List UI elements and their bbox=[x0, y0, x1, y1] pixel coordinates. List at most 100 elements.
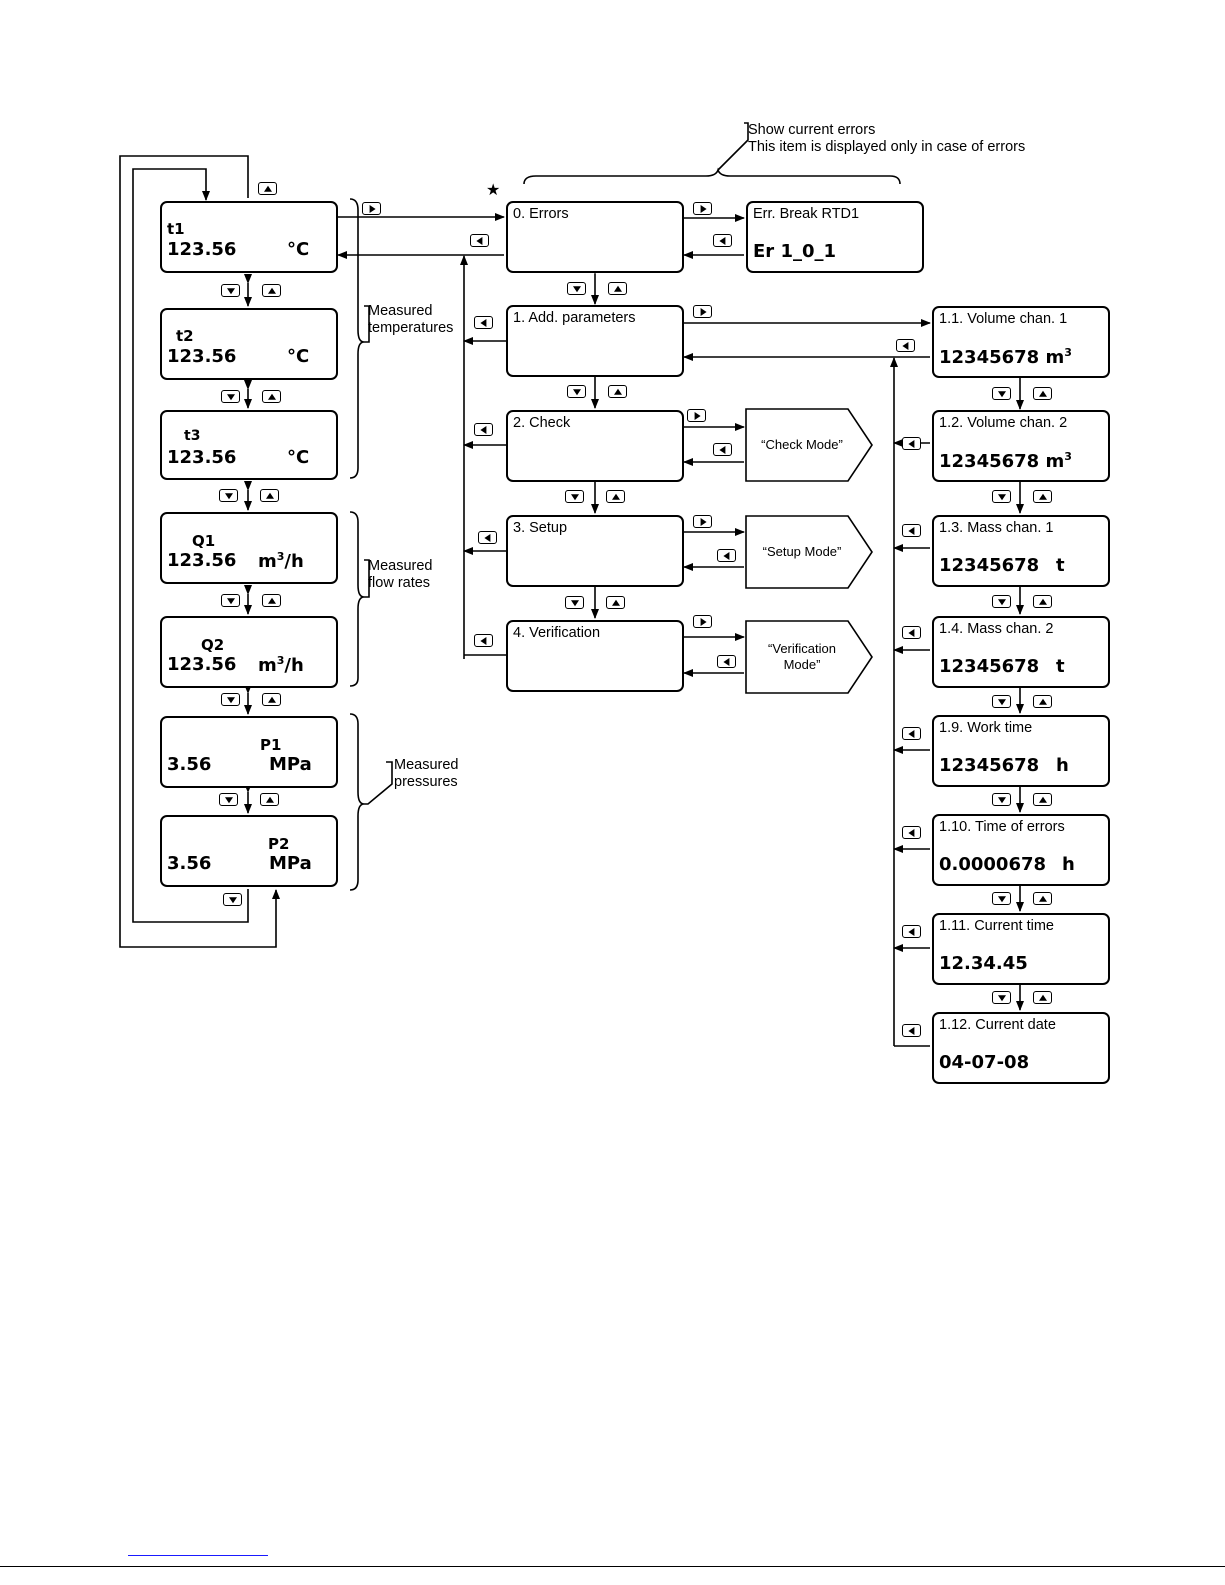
p2-unit: MPa bbox=[269, 853, 312, 874]
param-value: 0.0000678 bbox=[939, 854, 1047, 875]
display-t3: t3 123.56 °C bbox=[160, 410, 338, 480]
up-key-icon bbox=[1033, 490, 1052, 503]
up-key-icon bbox=[608, 282, 627, 295]
left-key-icon bbox=[713, 443, 732, 456]
param-volume-chan-2: 1.2. Volume chan. 2 12345678 m3 bbox=[932, 410, 1110, 482]
param-value: 12345678 bbox=[939, 555, 1040, 576]
param-title: 1.3. Mass chan. 1 bbox=[939, 520, 1054, 536]
menu-verification[interactable]: 4. Verification bbox=[506, 620, 684, 692]
menu-check[interactable]: 2. Check bbox=[506, 410, 684, 482]
down-key-icon bbox=[221, 594, 240, 607]
param-value: 12.34.45 bbox=[939, 953, 1028, 974]
down-key-icon bbox=[992, 595, 1011, 608]
left-key-icon bbox=[902, 826, 921, 839]
q1-unit: m3/h bbox=[258, 550, 304, 572]
q1-label: Q1 bbox=[192, 532, 216, 550]
down-key-icon bbox=[565, 596, 584, 609]
param-value: 12345678 m3 bbox=[939, 346, 1072, 368]
error-detail-code: Er 1_0_1 bbox=[753, 241, 837, 262]
down-key-icon bbox=[992, 695, 1011, 708]
left-key-icon bbox=[902, 1024, 921, 1037]
down-key-icon bbox=[567, 385, 586, 398]
check-mode-label: “Check Mode” bbox=[761, 437, 843, 452]
up-key-icon bbox=[1033, 991, 1052, 1004]
up-key-icon bbox=[606, 596, 625, 609]
t3-unit: °C bbox=[287, 447, 310, 468]
left-key-icon bbox=[902, 524, 921, 537]
menu-setup[interactable]: 3. Setup bbox=[506, 515, 684, 587]
param-title: 1.4. Mass chan. 2 bbox=[939, 621, 1054, 637]
param-value: 12345678 bbox=[939, 656, 1040, 677]
error-detail-display: Err. Break RTD1 Er 1_0_1 bbox=[746, 201, 924, 273]
q1-value: 123.56 bbox=[167, 550, 237, 571]
left-key-icon bbox=[713, 234, 732, 247]
up-key-icon bbox=[262, 594, 281, 607]
down-key-icon bbox=[219, 489, 238, 502]
up-key-icon bbox=[1033, 793, 1052, 806]
right-key-icon bbox=[693, 202, 712, 215]
footer-link-underline[interactable] bbox=[128, 1555, 268, 1556]
up-key-icon bbox=[1033, 892, 1052, 905]
right-key-icon bbox=[362, 202, 381, 215]
t2-unit: °C bbox=[287, 346, 310, 367]
param-title: 1.12. Current date bbox=[939, 1017, 1056, 1033]
menu-setup-label: 3. Setup bbox=[513, 520, 568, 536]
param-title: 1.2. Volume chan. 2 bbox=[939, 415, 1068, 431]
param-title: 1.11. Current time bbox=[939, 918, 1054, 934]
up-key-icon bbox=[1033, 695, 1052, 708]
left-key-icon bbox=[717, 655, 736, 668]
param-time-of-errors: 1.10. Time of errors 0.0000678 h bbox=[932, 814, 1110, 886]
footer-divider bbox=[0, 1566, 1225, 1567]
display-q2: Q2 123.56 m3/h bbox=[160, 616, 338, 688]
up-key-icon bbox=[258, 182, 277, 195]
left-key-icon bbox=[474, 423, 493, 436]
param-unit: h bbox=[1062, 854, 1075, 875]
up-key-icon bbox=[260, 793, 279, 806]
display-p1: P1 3.56 MPa bbox=[160, 716, 338, 788]
param-volume-chan-1: 1.1. Volume chan. 1 12345678 m3 bbox=[932, 306, 1110, 378]
down-key-icon bbox=[992, 387, 1011, 400]
param-current-date: 1.12. Current date 04-07-08 bbox=[932, 1012, 1110, 1084]
display-t2: t2 123.56 °C bbox=[160, 308, 338, 380]
param-value: 12345678 bbox=[939, 755, 1040, 776]
param-work-time: 1.9. Work time 12345678 h bbox=[932, 715, 1110, 787]
p2-label: P2 bbox=[268, 835, 290, 853]
menu-add-parameters[interactable]: 1. Add. parameters bbox=[506, 305, 684, 377]
menu-add-parameters-label: 1. Add. parameters bbox=[513, 310, 636, 326]
t1-label: t1 bbox=[167, 220, 185, 238]
q2-label: Q2 bbox=[201, 636, 225, 654]
star-icon: ★ bbox=[486, 180, 501, 199]
up-key-icon bbox=[606, 490, 625, 503]
param-value: 12345678 m3 bbox=[939, 450, 1072, 472]
up-key-icon bbox=[1033, 387, 1052, 400]
param-title: 1.9. Work time bbox=[939, 720, 1033, 736]
p1-unit: MPa bbox=[269, 754, 312, 775]
setup-mode-label: “Setup Mode” bbox=[762, 544, 842, 559]
menu-errors[interactable]: 0. Errors bbox=[506, 201, 684, 273]
right-key-icon bbox=[693, 305, 712, 318]
menu-verification-label: 4. Verification bbox=[513, 625, 601, 641]
param-unit: h bbox=[1056, 755, 1069, 776]
q2-unit: m3/h bbox=[258, 654, 304, 676]
t2-label: t2 bbox=[176, 327, 194, 345]
p1-value: 3.56 bbox=[167, 754, 212, 775]
up-key-icon bbox=[262, 390, 281, 403]
down-key-icon bbox=[992, 892, 1011, 905]
right-key-icon bbox=[687, 409, 706, 422]
left-key-icon bbox=[902, 925, 921, 938]
error-detail-title: Err. Break RTD1 bbox=[753, 206, 860, 222]
p1-label: P1 bbox=[260, 736, 282, 754]
down-key-icon bbox=[992, 793, 1011, 806]
down-key-icon bbox=[992, 991, 1011, 1004]
t1-unit: °C bbox=[287, 239, 310, 260]
left-key-icon bbox=[474, 634, 493, 647]
right-key-icon bbox=[693, 515, 712, 528]
t1-value: 123.56 bbox=[167, 239, 237, 260]
display-q1: Q1 123.56 m3/h bbox=[160, 512, 338, 584]
up-key-icon bbox=[262, 693, 281, 706]
display-t1: t1 123.56 °C bbox=[160, 201, 338, 273]
param-value: 04-07-08 bbox=[939, 1052, 1030, 1073]
